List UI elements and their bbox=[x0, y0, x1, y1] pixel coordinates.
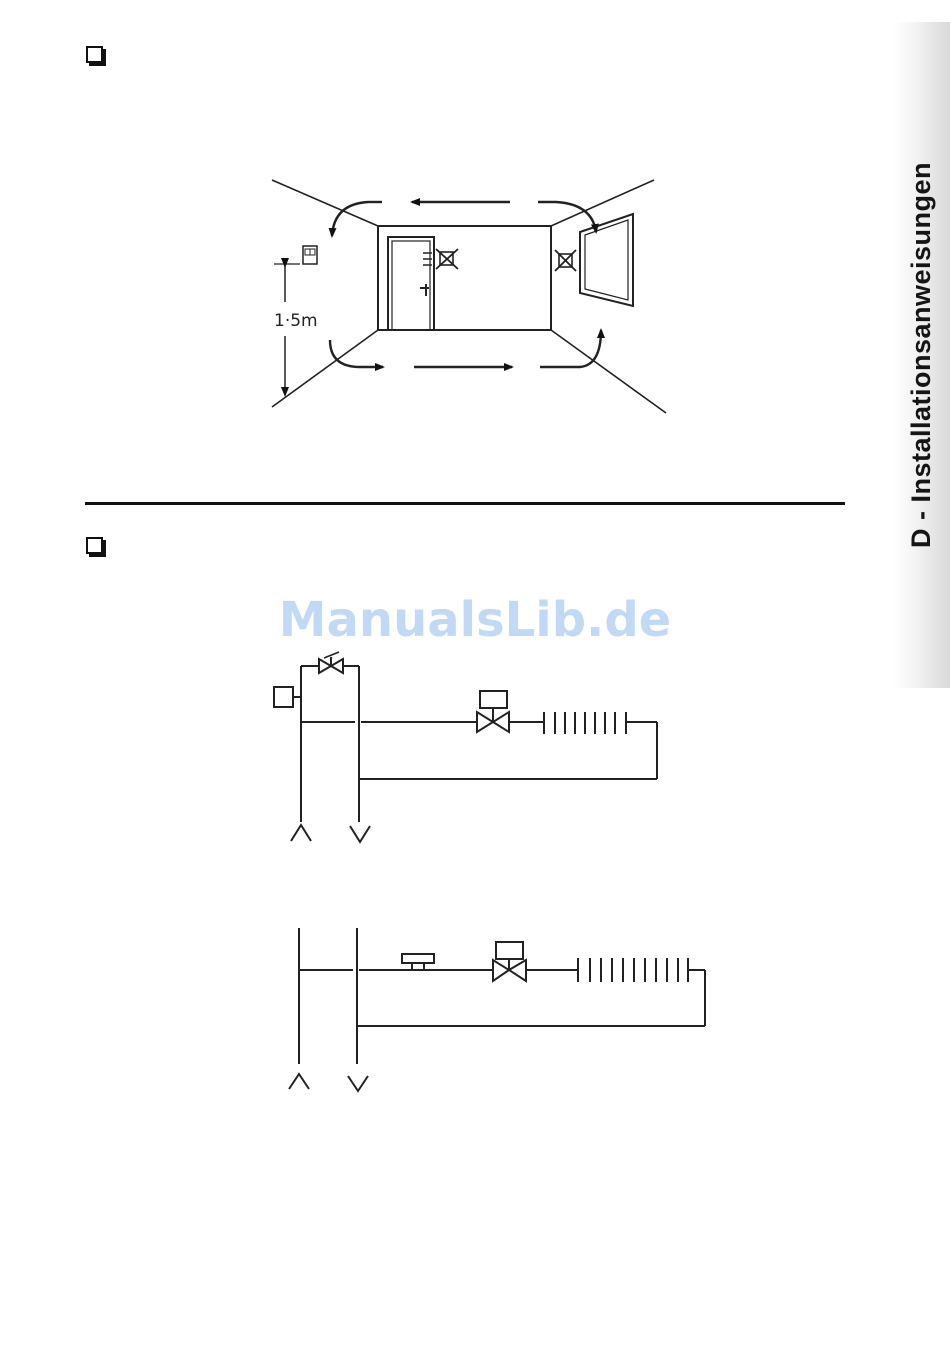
thermostat-icon bbox=[303, 246, 317, 264]
piping-diagram-simple bbox=[289, 928, 705, 1091]
bypass-valve-icon bbox=[319, 652, 343, 673]
window-avoid-icon bbox=[555, 250, 576, 271]
radiator-icon-2 bbox=[578, 958, 688, 982]
down-chevron-icon bbox=[350, 826, 370, 842]
window bbox=[580, 214, 633, 306]
radiator-icon-1 bbox=[544, 712, 626, 734]
down-chevron-icon bbox=[348, 1076, 368, 1091]
door bbox=[388, 237, 434, 330]
height-label: 1·5m bbox=[274, 311, 318, 331]
room-diagram bbox=[272, 180, 666, 413]
up-chevron-icon bbox=[291, 825, 311, 841]
heat-source-icon bbox=[423, 249, 458, 269]
up-chevron-icon bbox=[289, 1074, 309, 1089]
zone-valve-icon-2 bbox=[493, 942, 526, 981]
pump-icon bbox=[274, 687, 301, 707]
balancing-valve-icon bbox=[402, 954, 434, 970]
zone-valve-icon-1 bbox=[477, 691, 509, 732]
piping-diagram-bypass bbox=[274, 652, 657, 842]
